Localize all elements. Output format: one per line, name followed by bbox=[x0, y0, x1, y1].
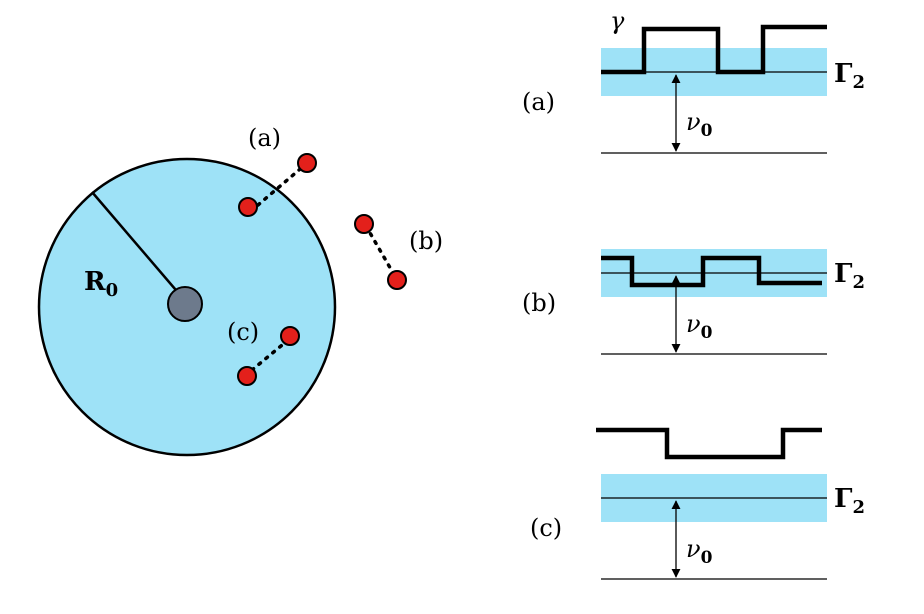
panel-b-label: (b) bbox=[522, 289, 556, 317]
pair-c-label: (c) bbox=[227, 318, 259, 346]
pair-c-particle-top bbox=[280, 326, 300, 346]
pair-b-label: (b) bbox=[409, 227, 443, 255]
panel-c: Γ2 ν0 (c) bbox=[530, 427, 865, 580]
panel-a-gamma-label: γ bbox=[610, 7, 625, 35]
pair-a-label: (a) bbox=[248, 124, 281, 152]
panel-a-step-signal bbox=[601, 24, 827, 75]
panel-a-nu-label: ν0 bbox=[686, 108, 713, 141]
pair-b-particle-bottom bbox=[387, 270, 407, 290]
pair-a-particle-inner bbox=[238, 197, 258, 217]
radius-label: R0 bbox=[84, 267, 118, 301]
panel-c-label: (c) bbox=[530, 514, 562, 542]
pair-c-particle-bottom bbox=[237, 366, 257, 386]
panel-a-band-label: Γ2 bbox=[834, 59, 865, 93]
pair-b-dotted-link bbox=[364, 224, 398, 280]
pair-b-particle-top bbox=[354, 214, 374, 234]
pair-a-particle-outer bbox=[297, 153, 317, 173]
pair-a-dotted-link bbox=[256, 162, 308, 207]
panel-c-step-signal bbox=[596, 427, 822, 460]
panel-b-nu-label: ν0 bbox=[686, 310, 713, 343]
disk-group: R0 (a) (b) (c) bbox=[37, 124, 443, 457]
panel-c-nu-label: ν0 bbox=[686, 535, 713, 568]
panel-b: Γ2 ν0 (b) bbox=[522, 249, 865, 355]
panel-c-band-label: Γ2 bbox=[834, 484, 865, 518]
panel-b-band-label: Γ2 bbox=[834, 259, 865, 293]
panel-a: γ Γ2 ν0 (a) bbox=[522, 7, 865, 154]
panel-a-label: (a) bbox=[522, 88, 555, 116]
radius-line bbox=[91, 191, 188, 304]
pair-c-dotted-link bbox=[250, 339, 289, 372]
central-core bbox=[167, 286, 203, 322]
panel-b-step-signal bbox=[601, 255, 822, 288]
